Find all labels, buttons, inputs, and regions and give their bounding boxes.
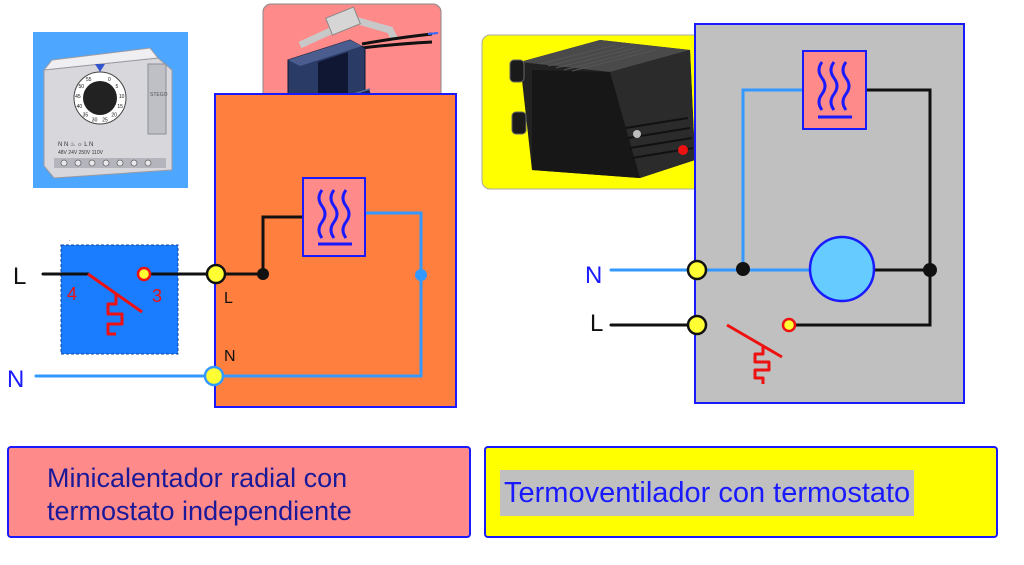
contact-4-label: 4 — [67, 284, 77, 304]
right-junction-dot-1 — [736, 262, 750, 276]
contact-3-terminal — [136, 266, 152, 282]
dial-number: 45 — [75, 94, 81, 100]
right-junction-dot-2 — [923, 263, 937, 277]
thermostat-voltage-labels: 48V 24V 250V 110V — [58, 150, 104, 156]
heater-icon-right — [802, 50, 867, 130]
dial-number: 10 — [119, 94, 125, 100]
terminal-l-label: L — [224, 290, 233, 307]
right-terminal-n — [686, 259, 708, 281]
junction-dot — [257, 268, 269, 280]
fan-motor-icon — [808, 235, 876, 303]
right-terminal-l — [686, 314, 708, 336]
dial-number: 25 — [102, 117, 108, 123]
left-line-label: L — [13, 263, 26, 290]
terminal-n — [203, 365, 225, 387]
heater-icon — [302, 177, 366, 257]
right-neutral-label: N — [585, 262, 602, 289]
caption-fan-heater: Termoventilador con termostato — [484, 446, 998, 538]
dial-number: 20 — [111, 113, 117, 119]
contact-3-label: 3 — [152, 286, 162, 306]
dial-number: 5 — [116, 84, 119, 90]
terminal-l — [205, 263, 227, 285]
caption-radial-heater-text: Minicalentador radial con termostato ind… — [47, 462, 352, 528]
caption-fan-heater-text: Termoventilador con termostato — [500, 470, 915, 516]
right-contact-terminal — [781, 317, 797, 333]
caption-radial-heater-line2: termostato independiente — [47, 496, 352, 526]
thermostat-brand: STEGO — [150, 92, 168, 98]
right-line-label: L — [590, 310, 603, 337]
caption-radial-heater-line1: Minicalentador radial con — [47, 463, 348, 493]
dial-number: 40 — [77, 104, 83, 110]
dial-number: 35 — [83, 113, 89, 119]
terminal-n-label: N — [224, 348, 236, 365]
svg-text:.: . — [69, 237, 71, 243]
caption-radial-heater: Minicalentador radial con termostato ind… — [7, 446, 471, 538]
dial-number: 15 — [117, 104, 123, 110]
fan-heater-photo — [481, 34, 722, 190]
junction-dot-blue — [415, 269, 427, 281]
dial-number: 0 — [108, 77, 111, 83]
dial-number: 50 — [79, 84, 85, 90]
thermostat-terminal-labels: N N ♨ ☼ L N — [58, 141, 93, 148]
dial-number: 30 — [92, 117, 98, 123]
thermostat-switch-icon — [87, 272, 143, 336]
dial-number: 55 — [86, 77, 92, 83]
thermostat-switch-icon-right — [726, 323, 783, 384]
left-neutral-label: N — [7, 366, 24, 393]
thermostat-box — [60, 244, 179, 355]
